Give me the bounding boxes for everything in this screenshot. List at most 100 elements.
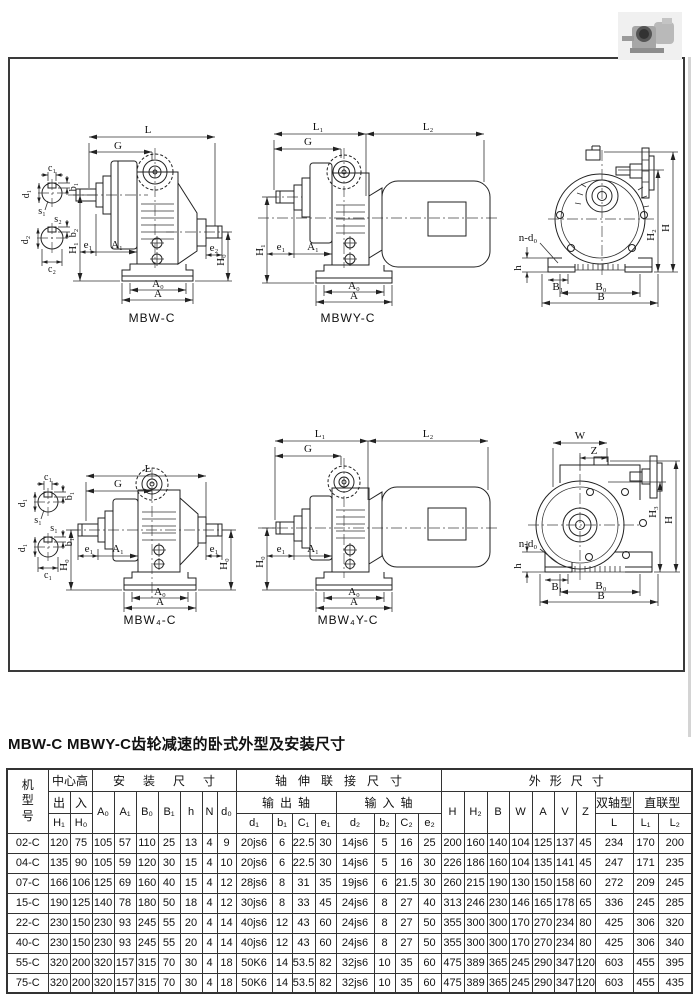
svg-text:G: G xyxy=(114,140,122,152)
value-cell: 8 xyxy=(271,872,293,894)
col-N: N xyxy=(201,790,218,834)
value-cell: 24js6 xyxy=(335,892,375,914)
value-cell: 190 xyxy=(47,892,71,914)
value-cell: 125 xyxy=(91,872,115,894)
value-cell: 60 xyxy=(575,872,596,894)
svg-text:A₁: A₁ xyxy=(307,543,319,555)
value-cell: 60 xyxy=(314,912,337,934)
value-cell: 69 xyxy=(113,872,137,894)
header-in: 入 xyxy=(69,790,93,814)
value-cell: 22.5 xyxy=(291,832,316,854)
col-h: h xyxy=(179,790,203,834)
value-cell: 20js6 xyxy=(235,852,273,874)
value-cell: 6 xyxy=(373,872,396,894)
value-cell: 313 xyxy=(440,892,465,914)
svg-text:A: A xyxy=(350,596,358,608)
value-cell: 290 xyxy=(531,952,555,974)
value-cell: 320 xyxy=(47,952,71,974)
value-cell: 475 xyxy=(440,972,465,994)
value-cell: 4 xyxy=(201,912,218,934)
drawing-mbwyc: L₁ L₂ G H₁ xyxy=(254,121,500,325)
col-H0: H₀ xyxy=(69,812,93,834)
value-cell: 171 xyxy=(632,852,659,874)
value-cell: 104 xyxy=(508,832,533,854)
col-B1: B₁ xyxy=(157,790,181,834)
value-cell: 215 xyxy=(463,872,488,894)
value-cell: 234 xyxy=(594,832,634,854)
model-cell: 04-C xyxy=(6,852,49,874)
value-cell: 22.5 xyxy=(291,852,316,874)
value-cell: 234 xyxy=(553,912,577,934)
value-cell: 355 xyxy=(440,932,465,954)
value-cell: 60 xyxy=(314,932,337,954)
value-cell: 170 xyxy=(632,832,659,854)
value-cell: 50 xyxy=(417,932,442,954)
value-cell: 70 xyxy=(157,952,181,974)
value-cell: 230 xyxy=(47,912,71,934)
svg-text:H₁: H₁ xyxy=(67,242,79,254)
value-cell: 315 xyxy=(135,952,159,974)
value-cell: 300 xyxy=(486,932,510,954)
svg-text:H₀: H₀ xyxy=(58,559,70,571)
value-cell: 270 xyxy=(531,912,555,934)
value-cell: 30 xyxy=(417,872,442,894)
value-cell: 18 xyxy=(216,972,237,994)
value-cell: 10 xyxy=(373,952,396,974)
value-cell: 43 xyxy=(291,932,316,954)
value-cell: 15 xyxy=(179,872,203,894)
svg-text:e₁: e₁ xyxy=(84,239,93,251)
value-cell: 135 xyxy=(47,852,71,874)
technical-drawings: L G H₁ xyxy=(17,121,680,627)
value-cell: 160 xyxy=(463,832,488,854)
col-H2: H₂ xyxy=(463,790,488,834)
value-cell: 12 xyxy=(216,892,237,914)
value-cell: 18 xyxy=(179,892,203,914)
value-cell: 340 xyxy=(657,932,693,954)
col-B0: B₀ xyxy=(135,790,159,834)
value-cell: 245 xyxy=(135,932,159,954)
value-cell: 30 xyxy=(314,832,337,854)
value-cell: 170 xyxy=(508,932,533,954)
value-cell: 160 xyxy=(135,872,159,894)
value-cell: 12 xyxy=(271,932,293,954)
svg-text:c₁: c₁ xyxy=(44,570,52,581)
value-cell: 365 xyxy=(486,972,510,994)
value-cell: 200 xyxy=(657,832,693,854)
col-Z: Z xyxy=(575,790,596,834)
value-cell: 18 xyxy=(216,952,237,974)
value-cell: 157 xyxy=(113,972,137,994)
value-cell: 106 xyxy=(69,872,93,894)
svg-text:H₀: H₀ xyxy=(254,556,266,568)
col-e2: e₂ xyxy=(417,812,442,834)
value-cell: 4 xyxy=(201,972,218,994)
value-cell: 21.5 xyxy=(394,872,419,894)
col-H1: H₁ xyxy=(47,812,71,834)
value-cell: 14js6 xyxy=(335,832,375,854)
col-b1: b₁ xyxy=(271,812,293,834)
value-cell: 425 xyxy=(594,932,634,954)
svg-text:s₁: s₁ xyxy=(34,515,41,526)
value-cell: 35 xyxy=(314,872,337,894)
svg-text:e₂: e₂ xyxy=(210,242,219,254)
svg-text:c₂: c₂ xyxy=(48,264,56,275)
value-cell: 33 xyxy=(291,892,316,914)
value-cell: 16 xyxy=(394,852,419,874)
svg-text:B: B xyxy=(597,590,604,602)
col-b2: b₂ xyxy=(373,812,396,834)
value-cell: 347 xyxy=(553,952,577,974)
value-cell: 40 xyxy=(417,892,442,914)
svg-text:A: A xyxy=(156,596,164,608)
svg-text:B: B xyxy=(597,291,604,303)
value-cell: 53.5 xyxy=(291,952,316,974)
value-cell: 60 xyxy=(417,952,442,974)
svg-text:n-d₀: n-d₀ xyxy=(519,232,538,244)
svg-text:G: G xyxy=(114,478,122,490)
svg-text:B₁: B₁ xyxy=(551,581,562,593)
value-cell: 27 xyxy=(394,912,419,934)
svg-text:e₁: e₁ xyxy=(277,241,286,253)
value-cell: 300 xyxy=(463,912,488,934)
value-cell: 140 xyxy=(91,892,115,914)
model-cell: 07-C xyxy=(6,872,49,894)
